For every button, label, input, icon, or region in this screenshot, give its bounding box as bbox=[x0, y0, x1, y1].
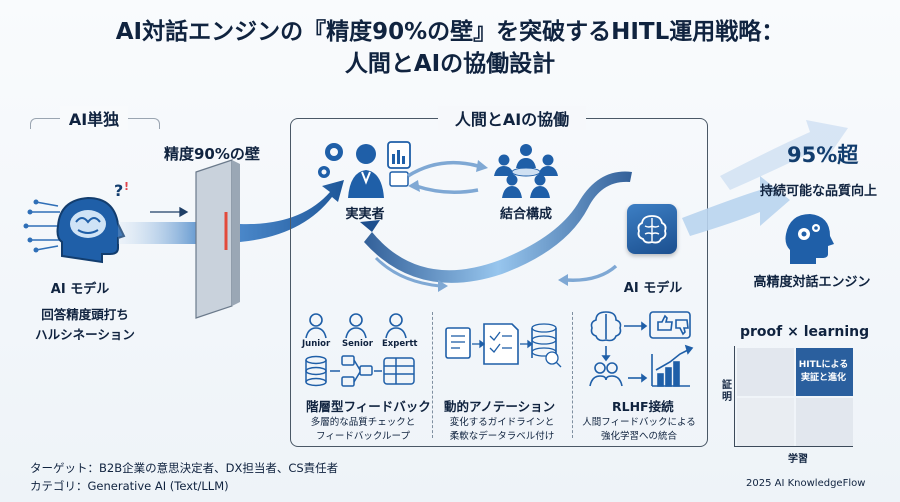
hierarchy-people-icon bbox=[305, 313, 407, 339]
footer-credit: 2025 AI KnowledgeFlow bbox=[746, 478, 866, 489]
feature-3-desc-1: 人間フィードバックによる bbox=[582, 417, 696, 428]
matrix-title: proof × learning bbox=[740, 324, 870, 340]
result-headline: 95%超 bbox=[787, 143, 859, 167]
matrix-grid bbox=[734, 346, 853, 447]
team-label: 結合構成 bbox=[499, 207, 552, 222]
ai-head-icon: ? ! bbox=[23, 180, 129, 264]
feedback-flow-icon bbox=[305, 355, 415, 387]
svg-text:!: ! bbox=[124, 180, 129, 193]
feature-1-desc-1: 多層的な品質チェックと bbox=[310, 417, 416, 428]
role-junior: Junior bbox=[302, 339, 331, 349]
practitioner-icon bbox=[318, 141, 411, 198]
footer-target: ターゲット：B2B企業の意思決定者、DX担当者、CS責任者 bbox=[30, 461, 339, 475]
feature-3-title: RLHF接続 bbox=[612, 399, 674, 414]
role-expert: Expertt bbox=[382, 339, 418, 349]
collab-section-header: 人間とAIの協働 bbox=[438, 106, 586, 130]
left-ai-model-label: AI モデル bbox=[50, 282, 110, 297]
matrix-cell-top-left bbox=[737, 348, 794, 396]
left-section-header: AI単独 bbox=[60, 106, 128, 130]
engine-head-icon bbox=[785, 214, 834, 264]
wall-label: 精度90%の壁 bbox=[164, 145, 260, 163]
matrix-highlight-line-1: HITLによる bbox=[798, 360, 849, 370]
ai-brain-icon bbox=[637, 215, 667, 244]
feature-2-desc-2: 柔軟なデータラベル付け bbox=[449, 431, 555, 442]
rlhf-icon bbox=[589, 311, 694, 387]
matrix-cell-bottom-left bbox=[737, 398, 794, 446]
issue-line-1: 回答精度頭打ち bbox=[41, 307, 129, 322]
footer-category: カテゴリ：Generative AI (Text/LLM) bbox=[30, 479, 229, 493]
feature-3-desc-2: 強化学習への統合 bbox=[600, 431, 677, 442]
ai-model-label: AI モデル bbox=[623, 281, 683, 296]
team-icon bbox=[494, 144, 558, 198]
feature-2-title: 動的アノテーション bbox=[444, 399, 556, 414]
title-line-2: 人間とAIの協働設計 bbox=[344, 51, 556, 77]
role-senior: Senior bbox=[342, 339, 373, 349]
engine-label: 高精度対話エンジン bbox=[753, 275, 871, 290]
feature-2-desc-1: 変化するガイドラインと bbox=[449, 417, 555, 428]
feature-divider-2 bbox=[572, 312, 573, 438]
feature-divider-1 bbox=[432, 312, 433, 438]
issue-line-2: ハルシネーション bbox=[35, 327, 135, 342]
annotation-docs-icon bbox=[445, 323, 562, 368]
matrix-y-label: 証明 bbox=[722, 380, 732, 403]
title-line-1: AI対話エンジンの『精度90%の壁』を突破するHITL運用戦略： bbox=[115, 19, 785, 45]
matrix-cell-bottom-right bbox=[796, 398, 853, 446]
practitioner-label: 実実者 bbox=[345, 207, 385, 222]
feature-1-desc-2: フィードバックループ bbox=[316, 431, 410, 442]
matrix-cell-highlight bbox=[796, 348, 853, 396]
result-subtitle: 持続可能な品質向上 bbox=[760, 184, 878, 199]
svg-text:?: ? bbox=[114, 181, 123, 200]
matrix-highlight-line-2: 実証と進化 bbox=[800, 373, 846, 383]
feature-1-title: 階層型フィードバック bbox=[306, 399, 431, 414]
features-frame bbox=[290, 294, 708, 447]
matrix-x-label: 学習 bbox=[788, 454, 808, 465]
